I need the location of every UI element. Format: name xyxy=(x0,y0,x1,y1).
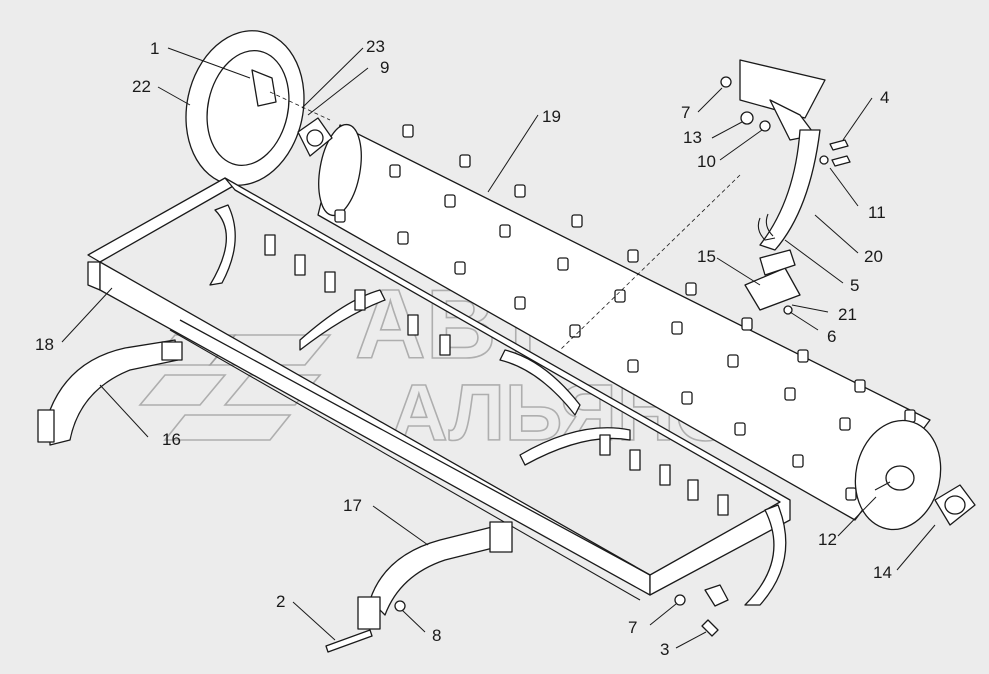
callout-10: 10 xyxy=(697,152,716,171)
scraper-blade xyxy=(744,249,801,311)
callout-15: 15 xyxy=(697,247,716,266)
callout-2: 2 xyxy=(276,592,285,611)
bolt-icon xyxy=(325,629,373,653)
callout-3: 3 xyxy=(660,640,669,659)
callout-5: 5 xyxy=(850,276,859,295)
callout-13: 13 xyxy=(683,128,702,147)
callout-22: 22 xyxy=(132,77,151,96)
bearing-flange-right xyxy=(934,484,976,526)
hardware-fasteners xyxy=(325,76,851,653)
side-bracket-17 xyxy=(357,521,513,630)
drive-sprocket xyxy=(185,30,305,186)
main-frame xyxy=(87,177,791,601)
callout-14: 14 xyxy=(873,563,892,582)
callout-9: 9 xyxy=(380,58,389,77)
callout-4: 4 xyxy=(880,88,889,107)
bolt-icon xyxy=(829,139,849,151)
washer-icon xyxy=(740,111,754,125)
callout-19: 19 xyxy=(542,107,561,126)
callout-18: 18 xyxy=(35,335,54,354)
callout-11: 11 xyxy=(868,203,886,222)
callout-8: 8 xyxy=(432,626,441,645)
callout-17: 17 xyxy=(343,496,362,515)
frame-lugs xyxy=(264,234,729,516)
callout-16: 16 xyxy=(162,430,181,449)
nut-icon xyxy=(674,594,686,606)
roller-end-disc xyxy=(854,419,942,531)
callout-7-bottom: 7 xyxy=(628,618,637,637)
callout-labels: 1 22 23 9 19 7 13 10 4 11 20 15 5 21 6 1… xyxy=(35,37,892,659)
callout-1: 1 xyxy=(150,39,159,58)
bolt-icon xyxy=(701,619,719,637)
callout-20: 20 xyxy=(864,247,883,266)
side-bracket-16 xyxy=(37,339,183,446)
u-bolt xyxy=(757,213,776,241)
bolt-icon xyxy=(831,155,851,167)
scraper-mount xyxy=(739,59,826,251)
nut-icon xyxy=(394,600,406,612)
nut-icon xyxy=(720,76,732,88)
roller-spikes xyxy=(334,124,916,501)
roller-drum xyxy=(317,123,931,521)
callout-6: 6 xyxy=(827,327,836,346)
callout-23: 23 xyxy=(366,37,385,56)
leader-lines xyxy=(61,47,936,649)
callout-21: 21 xyxy=(838,305,857,324)
washer-icon xyxy=(759,120,771,132)
bearing-flange-left xyxy=(297,117,333,157)
callout-12: 12 xyxy=(818,530,837,549)
washer-icon xyxy=(819,155,829,165)
callout-7-top: 7 xyxy=(681,103,690,122)
